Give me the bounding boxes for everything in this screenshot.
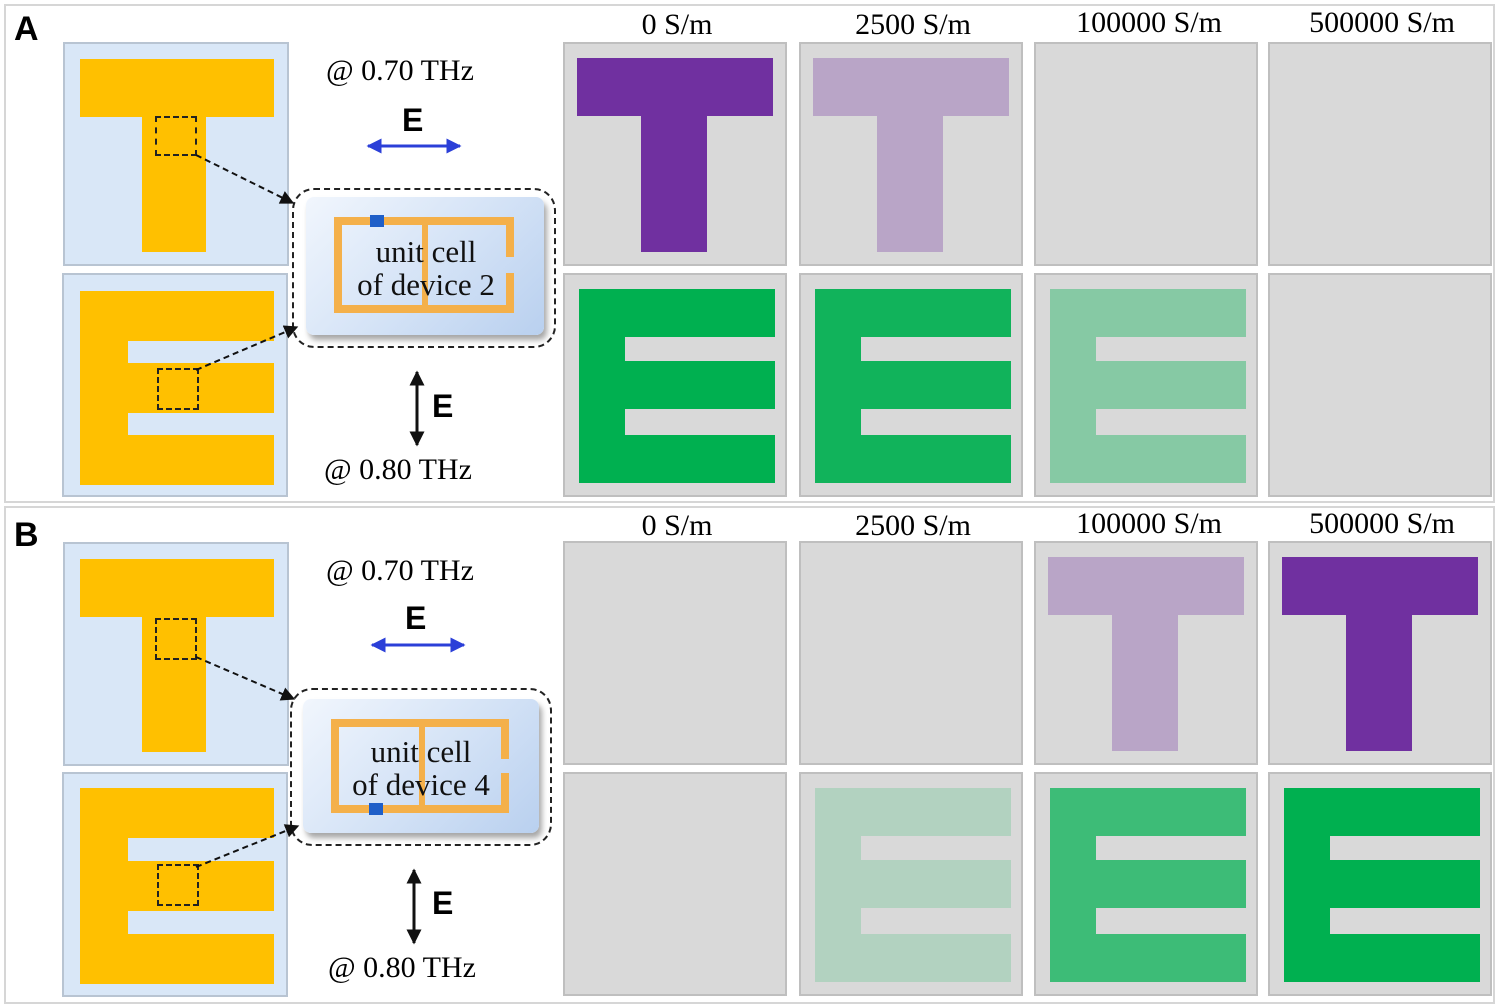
e-mid-arm <box>861 361 1011 409</box>
conductive-gap <box>370 215 384 227</box>
e-spine <box>815 289 861 483</box>
result-e-cell <box>1034 273 1258 497</box>
e-spine <box>579 289 625 483</box>
unit-cell-label-line2: of device 4 <box>352 767 490 802</box>
unit-cell-label-line1: unit cell <box>370 734 472 769</box>
field-label-vertical: E <box>432 388 454 424</box>
result-e-cell <box>563 273 787 497</box>
target-e-design <box>62 273 288 497</box>
field-label-horizontal: E <box>402 102 424 138</box>
field-label-vertical: E <box>432 885 454 921</box>
e-top-arm <box>80 291 274 341</box>
conductivity-header: 2500 S/m <box>855 509 971 542</box>
result-e-cell <box>799 772 1023 996</box>
t-stem <box>1346 615 1412 751</box>
e-mid-arm <box>80 363 274 413</box>
field-label-horizontal: E <box>405 600 427 636</box>
t-bar <box>813 58 1009 116</box>
target-t-design <box>63 542 289 766</box>
frequency-bottom: @ 0.80 THz <box>328 951 476 984</box>
e-mid-arm <box>625 361 775 409</box>
e-spine <box>815 788 861 982</box>
conductivity-header: 500000 S/m <box>1309 6 1455 39</box>
pointer-arrow <box>195 154 295 204</box>
unit-cell-image: unit cell of device 2 <box>306 197 544 335</box>
t-bar <box>1048 557 1244 615</box>
conductivity-header: 0 S/m <box>641 509 713 542</box>
frequency-top: @ 0.70 THz <box>326 54 474 87</box>
e-mid-arm <box>1330 860 1480 908</box>
result-t-cell <box>1034 541 1258 765</box>
conductivity-header: 500000 S/m <box>1309 507 1455 540</box>
e-top-arm <box>80 788 274 838</box>
result-t-cell <box>1268 42 1492 266</box>
sample-region <box>155 618 197 660</box>
result-e-cell <box>1268 273 1492 497</box>
unit-cell-label-line2: of device 2 <box>357 267 495 302</box>
e-spine <box>1050 788 1096 982</box>
result-t-cell <box>1034 42 1258 266</box>
e-bottom-arm <box>80 934 274 984</box>
t-bar <box>80 59 274 117</box>
e-bottom-arm <box>1096 934 1246 982</box>
target-t-design <box>63 42 289 266</box>
unit-cell-image: unit cell of device 4 <box>303 699 539 833</box>
result-e-cell <box>563 772 787 996</box>
e-top-arm <box>1330 788 1480 836</box>
e-spine <box>1050 289 1096 483</box>
result-e-cell <box>799 273 1023 497</box>
e-bottom-arm <box>80 435 274 485</box>
t-bar <box>577 58 773 116</box>
result-e-cell <box>1034 772 1258 996</box>
target-e-design <box>62 772 288 997</box>
result-e-cell <box>1268 772 1492 996</box>
e-top-arm <box>1096 788 1246 836</box>
panel-label: B <box>14 516 39 554</box>
t-stem <box>877 116 943 252</box>
sample-region <box>157 864 199 906</box>
conductivity-header: 0 S/m <box>641 8 713 41</box>
unit-cell-label-line1: unit cell <box>375 234 477 269</box>
pointer-arrow <box>195 656 296 701</box>
result-t-cell <box>563 42 787 266</box>
t-bar <box>1282 557 1478 615</box>
result-t-cell <box>1268 541 1492 765</box>
conductivity-header: 2500 S/m <box>855 8 971 41</box>
e-spine <box>1284 788 1330 982</box>
e-mid-arm <box>861 860 1011 908</box>
e-top-arm <box>861 788 1011 836</box>
conductivity-header: 100000 S/m <box>1076 6 1222 39</box>
panel-label: A <box>14 10 39 48</box>
e-bottom-arm <box>625 435 775 483</box>
sample-region <box>155 116 197 156</box>
result-t-cell <box>799 42 1023 266</box>
pointer-arrow <box>195 325 299 371</box>
unit-cell-callout <box>290 688 552 846</box>
unit-cell-callout <box>292 188 556 348</box>
t-bar <box>80 559 274 617</box>
conductivity-header: 100000 S/m <box>1076 507 1222 540</box>
result-t-cell <box>799 541 1023 765</box>
e-top-arm <box>861 289 1011 337</box>
conductive-gap <box>369 803 383 815</box>
result-t-cell <box>563 541 787 765</box>
t-stem <box>1112 615 1178 751</box>
frequency-bottom: @ 0.80 THz <box>324 453 472 486</box>
e-bottom-arm <box>1096 435 1246 483</box>
e-bottom-arm <box>1330 934 1480 982</box>
e-top-arm <box>1096 289 1246 337</box>
e-mid-arm <box>1096 860 1246 908</box>
sample-region <box>157 368 199 410</box>
frequency-top: @ 0.70 THz <box>326 554 474 587</box>
pointer-arrow <box>195 824 300 868</box>
e-mid-arm <box>1096 361 1246 409</box>
e-mid-arm <box>80 861 274 911</box>
e-top-arm <box>625 289 775 337</box>
t-stem <box>641 116 707 252</box>
e-bottom-arm <box>861 435 1011 483</box>
e-bottom-arm <box>861 934 1011 982</box>
